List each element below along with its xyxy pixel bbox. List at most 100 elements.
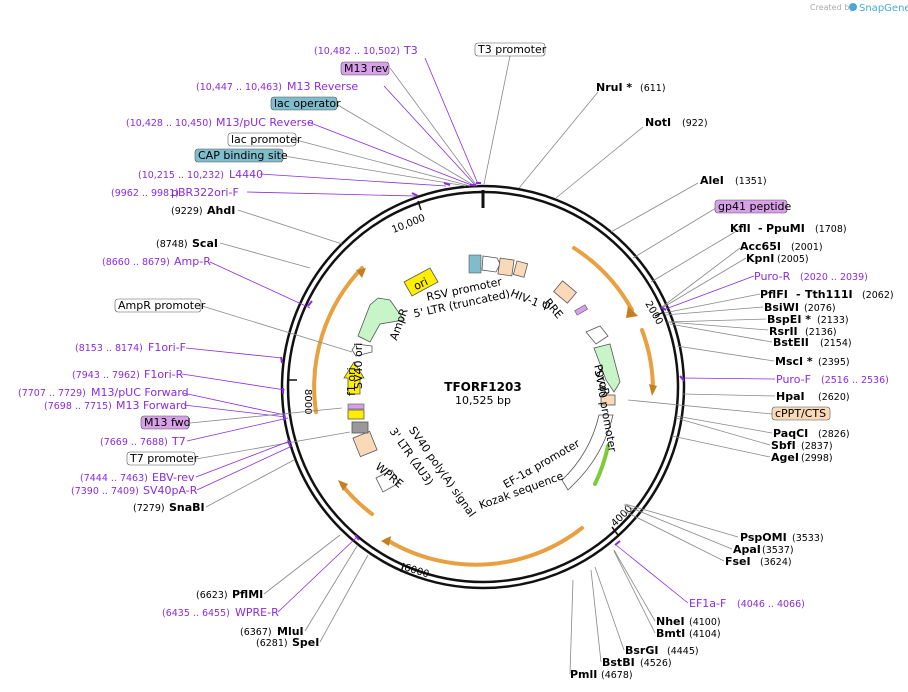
m13puc-fwd-coord: (7707 .. 7729) — [18, 388, 86, 399]
noti-coord: (922) — [682, 118, 708, 129]
ebvrev-name: EBV-rev — [152, 471, 195, 484]
paqci-name: PaqCI — [773, 427, 808, 440]
m13reverse-name: M13 Reverse — [287, 80, 358, 93]
cppt-label: cPPT/CTS — [775, 407, 826, 420]
agei-name: AgeI — [771, 451, 799, 464]
ruler-10000: 10,000 — [390, 213, 427, 236]
t3-name: T3 — [403, 44, 418, 57]
sv40pa-name: SV40pA-R — [143, 484, 198, 497]
m13-small-feature — [347, 403, 365, 410]
m13puc-rev-coord: (10,428 .. 10,450) — [126, 118, 212, 129]
primer-markers — [280, 182, 685, 546]
pflfi-name: PflFI — [760, 288, 788, 301]
bsteii-coord: (2154) — [820, 338, 852, 349]
m13puc-fwd-name: M13/pUC Forward — [91, 386, 189, 399]
bspei-coord: (2133) — [817, 315, 849, 326]
paqci-coord: (2826) — [818, 429, 850, 440]
rsrii-coord: (2136) — [805, 327, 837, 338]
f1orif-name: F1ori-F — [148, 341, 186, 354]
m13rev-badge — [340, 61, 390, 76]
apai-coord: (3537) — [762, 545, 794, 556]
bspei-name: BspEI * — [767, 313, 811, 326]
credit-brand: SnapGene — [859, 3, 908, 14]
ahdi-name: AhdI — [207, 204, 235, 217]
backbone — [280, 184, 686, 590]
t3prom-label: T3 promoter — [477, 43, 547, 56]
bstbi-coord: (4526) — [640, 658, 672, 669]
feature-sv40ori-label: SV40 ori — [352, 343, 365, 389]
cap-label: CAP binding site — [198, 149, 288, 162]
m13forward-name: M13 Forward — [116, 399, 187, 412]
ruler-8000: 8000 — [302, 389, 313, 414]
gp41-feature — [574, 304, 588, 316]
tth111i-name: Tth111I — [805, 288, 853, 301]
pmli-coord: (4678) — [601, 670, 633, 681]
ppumi-name: PpuMI — [766, 222, 805, 235]
orf-arc-4 — [340, 483, 374, 516]
purof-coord: (2516 .. 2536) — [821, 375, 889, 386]
m13fwd-label: M13 fwd — [144, 416, 191, 429]
wprer-coord: (6435 .. 6455) — [162, 608, 230, 619]
m13rev-label: M13 rev — [344, 62, 389, 75]
plasmid-size: 10,525 bp — [455, 394, 511, 407]
kfli-name: KflI — [730, 222, 751, 235]
cap-badge — [194, 148, 284, 163]
bmti-name: BmtI — [656, 627, 685, 640]
pbr-name: pBR322ori-F — [171, 186, 239, 199]
lacprom-badge — [227, 132, 297, 147]
noti-name: NotI — [645, 116, 671, 129]
ruler-4000: 4000 — [609, 503, 635, 529]
hpai-name: HpaI — [776, 390, 805, 403]
f1orir-coord: (7943 .. 7962) — [72, 370, 140, 381]
spei-name: SpeI — [292, 636, 319, 649]
mlui-name: MluI — [277, 625, 304, 638]
feature-f1ori-label: f1 ori — [345, 367, 358, 396]
kpni-coord: (2005) — [777, 254, 809, 265]
nrui-name: NruI * — [596, 81, 632, 94]
alei-name: AleI — [700, 174, 724, 187]
sv40-small-promoter-feature — [585, 325, 609, 345]
lacop-badge — [270, 96, 338, 111]
ebvrev-coord: (7444 .. 7463) — [80, 473, 148, 484]
apai-name: ApaI — [733, 543, 761, 556]
wprer-name: WPRE-R — [235, 606, 279, 619]
scai-coord: (8748) — [156, 239, 188, 250]
m13forward-coord: (7698 .. 7715) — [44, 401, 112, 412]
mlui-coord: (6367) — [240, 627, 272, 638]
msci-name: MscI * — [775, 355, 813, 368]
puror-name: Puro-R — [754, 270, 791, 283]
snapgene-credit: Created by SnapGene — [810, 3, 908, 14]
t7-coord: (7669 .. 7688) — [100, 437, 168, 448]
nhei-name: NheI — [656, 615, 685, 628]
bsteii-name: BstEII — [773, 336, 809, 349]
ef1af-coord: (4046 .. 4066) — [737, 599, 805, 610]
ahdi-coord: (9229) — [171, 206, 203, 217]
m13puc-rev-name: M13/pUC Reverse — [216, 116, 314, 129]
gp41-badge — [714, 199, 788, 214]
rre-feature — [553, 280, 577, 304]
puror-feature — [593, 343, 621, 393]
bstbi-name: BstBI — [602, 656, 635, 669]
acc65i-coord: (2001) — [791, 242, 823, 253]
lacop-label: lac operator — [274, 97, 341, 110]
nhei-coord: (4100) — [689, 617, 721, 628]
orf-arc-5 — [312, 266, 364, 414]
spei-coord: (6281) — [256, 638, 288, 649]
msci-coord: (2395) — [818, 357, 850, 368]
puror-coord: (2020 .. 2039) — [800, 272, 868, 283]
t3prom-badge — [474, 42, 546, 57]
pflfi-coord: (2062) — [862, 290, 894, 301]
ori-feature — [403, 267, 439, 297]
leader-lines — [181, 55, 776, 675]
pspomi-name: PspOMI — [740, 531, 787, 544]
right-labels: T3 promoter NruI * (611) NotI (922) AleI… — [474, 42, 894, 681]
pmli-name: PmlI — [570, 668, 597, 681]
kfli-coord: (1708) — [815, 224, 847, 235]
feature-ori-label: ori — [412, 275, 430, 293]
hpai-coord: (2620) — [818, 392, 850, 403]
purof-name: Puro-F — [776, 373, 811, 386]
fsei-coord: (3624) — [760, 557, 792, 568]
lacprom-label: lac promoter — [231, 133, 302, 146]
m13fwd-badge — [140, 415, 190, 430]
gp41-label: gp41 peptide — [718, 200, 792, 213]
